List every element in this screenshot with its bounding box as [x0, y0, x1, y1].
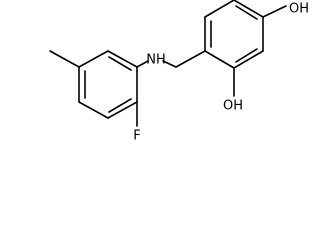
double-bond-ring2-b	[235, 5, 258, 20]
bond-hydroxyl-top	[262, 5, 287, 18]
hydroxyl-bottom-label: OH	[223, 99, 243, 114]
bond-ring2-5	[233, 50, 264, 69]
amine-label: NH	[146, 53, 166, 68]
bond-ring1-6	[78, 50, 109, 68]
right-aromatic-ring	[204, 0, 264, 69]
hydroxyl-top-label: OH	[289, 2, 309, 17]
double-bond-ring2-c	[235, 48, 258, 63]
molecule-diagram: NH F OH OH	[49, 0, 309, 144]
bond-ring2-3	[233, 0, 264, 18]
bond-ring1-4	[78, 101, 109, 119]
bond-ring1-3	[107, 101, 138, 119]
bond-ring2-2	[204, 0, 235, 18]
bond-nitrogen-methylene	[162, 60, 177, 68]
bond-ring1-nitrogen	[136, 60, 149, 68]
bond-ring2-6	[204, 50, 235, 69]
bond-methyl	[49, 50, 80, 68]
double-bond-ring1-b	[108, 98, 132, 113]
bond-ring1-1	[107, 50, 138, 68]
bond-methylene-ring2	[175, 50, 206, 68]
left-aromatic-ring	[78, 50, 138, 119]
structure-canvas: NH F OH OH	[49, 0, 310, 144]
double-bond-ring1-a	[108, 56, 132, 71]
fluoro-label: F	[133, 129, 140, 144]
